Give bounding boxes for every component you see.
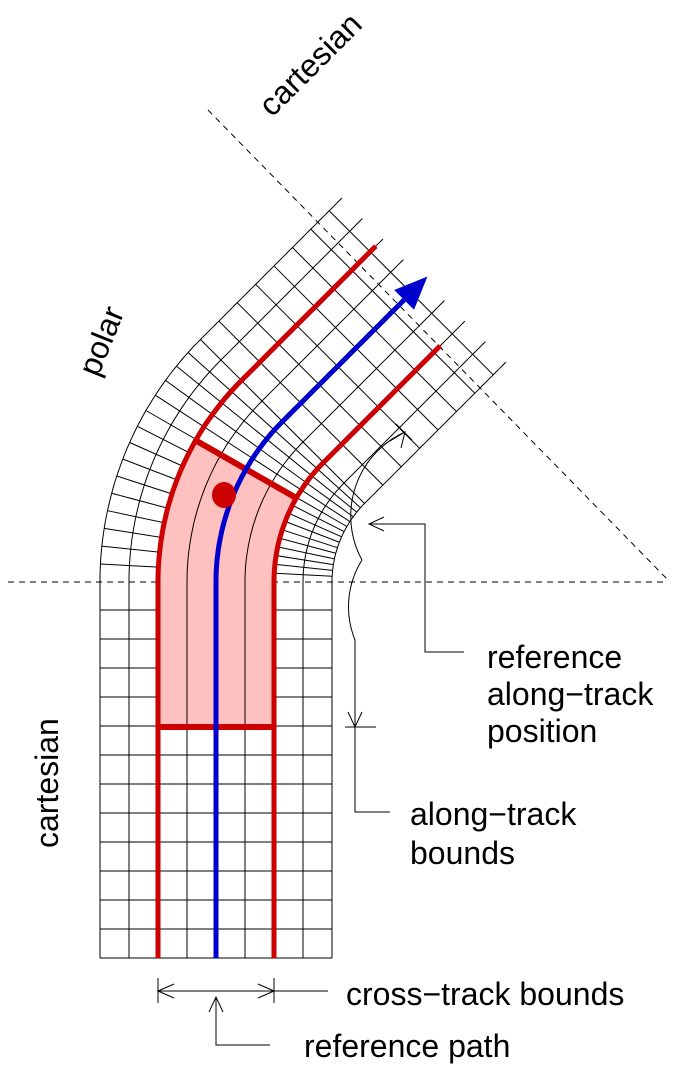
grid-line-along: [244, 483, 272, 727]
grid-line-along: [186, 454, 222, 727]
bounded-region-fill: [158, 440, 297, 727]
grid-line-along: [128, 218, 363, 958]
label-cartesian-left: cartesian: [29, 718, 65, 848]
reference-path-arrowhead: [394, 276, 428, 310]
label-along-track-bounds-line1: along−track: [410, 796, 577, 832]
label-reference-along-track-line3: position: [487, 713, 597, 749]
label-reference-path: reference path: [304, 1028, 510, 1064]
along-track-arrow-upper: [389, 430, 406, 449]
reference-position-dot: [212, 482, 236, 508]
leader-along-track-bounds: [354, 727, 390, 813]
label-reference-along-track-line2: along−track: [487, 676, 654, 712]
label-reference-along-track-line1: reference: [487, 639, 622, 675]
label-polar: polar: [71, 301, 131, 381]
cross-track-bound-right: [271, 344, 442, 958]
arrow-reference-position: [367, 516, 385, 532]
reference-path-line: [213, 298, 406, 958]
label-along-track-bounds-line2: bounds: [410, 835, 515, 871]
cross-track-arrow-left: [156, 983, 175, 999]
leader-reference-path: [215, 997, 270, 1046]
along-track-bound-tick-upper: [395, 423, 413, 441]
leader-reference-position: [369, 523, 464, 653]
cross-track-bound-left: [155, 244, 378, 958]
grid-line-along: [331, 361, 507, 958]
arrow-reference-path: [208, 995, 224, 1013]
annotations: [156, 423, 464, 1046]
grid-line-along: [99, 197, 343, 958]
along-track-bounds-arc: [348, 431, 406, 727]
track-lines: [155, 244, 442, 958]
grid-line-along: [302, 341, 486, 958]
label-cross-track-bounds: cross−track bounds: [346, 976, 624, 1012]
label-cartesian-top: cartesian: [251, 6, 368, 123]
